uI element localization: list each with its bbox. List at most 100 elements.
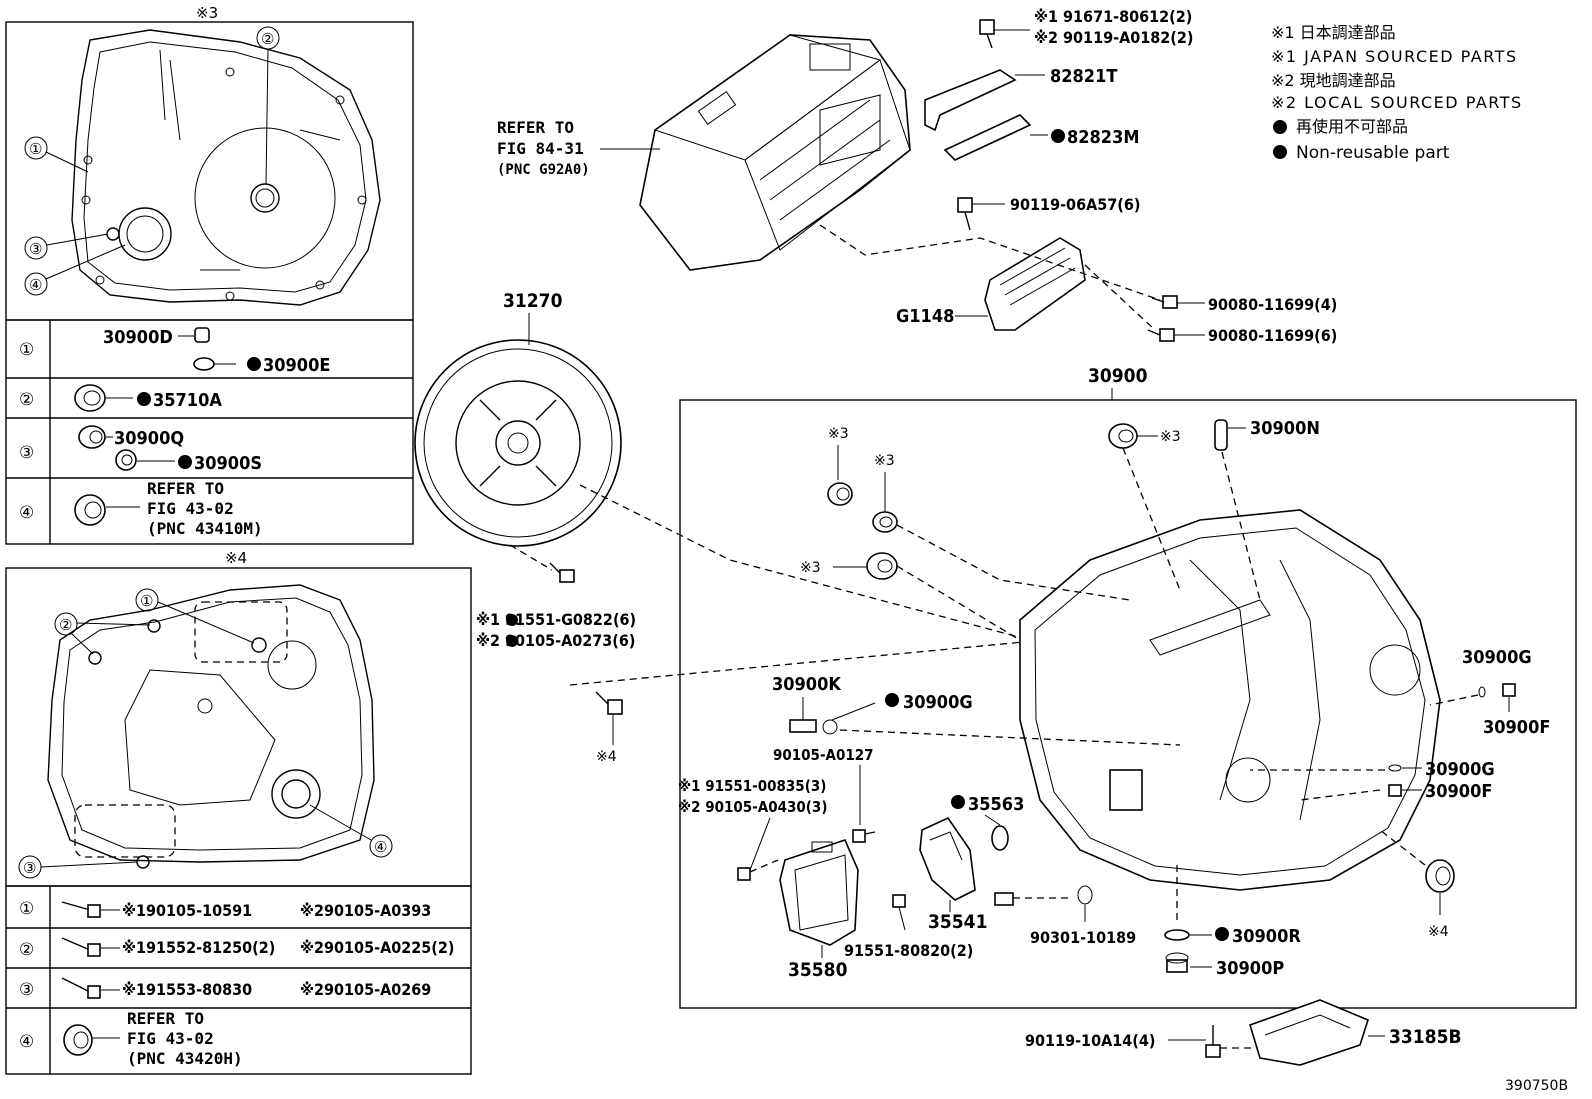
mark-3: ※3 [828,426,849,442]
svg-text:②: ② [59,616,72,634]
callout-3-1: ① [24,136,89,173]
part-30900f-right-top: 30900F [1483,717,1550,738]
part-90105-a0127: 90105-A0127 [773,746,874,764]
transaxle-case [1019,509,1441,891]
svg-text:①: ① [140,592,153,610]
plug-30900f-right [1502,683,1516,697]
part-91551-80820: 91551-80820(2) [844,941,973,960]
part-30900n: 30900N [1250,418,1320,439]
part-90105-a0269: ※290105-A0269 [300,980,431,999]
oring-30900g-right [1478,686,1486,698]
bolt-mark-4 [595,691,623,715]
plug-30900k [789,719,817,733]
part-30900g-right-mid: 30900G [1425,759,1495,780]
part-90080-11699-4: 90080-11699(4) [1208,295,1337,314]
part-90119-10a14: 90119-10A14(4) [1025,1031,1155,1050]
part-90080-11699-6: 90080-11699(6) [1208,326,1337,345]
inset-4: ※4 ① ② ③ ④ [5,549,472,1075]
callout-3-2: ② [256,26,280,185]
part-30900r: 30900R [1232,926,1301,947]
row-num: ② [19,390,34,410]
legend: ※1 日本調達部品 ※1 JAPAN SOURCED PARTS ※2 現地調達… [1271,23,1523,163]
non-reusable-dot-icon [1273,145,1287,159]
part-30900f-right-mid: 30900F [1425,781,1492,802]
part-30900q: 30900Q [114,428,184,449]
mark-3: ※3 [1160,429,1181,445]
part-30900d: 30900D [103,327,173,348]
connector-g1148 [984,237,1086,331]
bolt-91551-80820 [892,894,906,931]
legend-line: ※1 日本調達部品 [1271,23,1396,42]
row-num: ④ [19,1032,34,1052]
row-num: ③ [19,443,34,463]
bolt-90119-10a14 [1205,1025,1221,1058]
row-num: ① [19,340,34,360]
part-35541: 35541 [928,911,987,933]
bolt-90105-a0127 [852,829,876,843]
part-90105-a0273: ※2 90105-A0273(6) [476,631,635,650]
bracket-33185b [1249,999,1369,1066]
callout-4-1: ① [135,588,255,644]
mark-3: ※3 [874,453,895,469]
inset-3-table [5,319,414,545]
refer-fig-84-31: REFER TO [497,118,574,137]
part-30900: 30900 [1088,365,1148,387]
callout-4-2: ② [54,612,151,655]
ecu-35580 [779,839,859,946]
part-30900g-right-top: 30900G [1462,647,1532,668]
bolt-91671 [979,19,1030,49]
non-reusable-dot-icon [1273,120,1287,134]
part-30900p: 30900P [1216,958,1284,979]
part-35563: 35563 [968,794,1024,815]
transaxle-assembly-frame [679,399,1577,1009]
inset-4-drawing-frame [5,567,472,887]
part-31270: 31270 [503,290,563,312]
row-num: ② [19,940,34,960]
clutch-disc-31270 [414,339,622,547]
svg-text:①: ① [29,140,42,158]
case-drawing-4 [47,584,375,869]
bolt-90119-06a57 [957,197,1005,231]
part-91551-g0822: ※1 91551-G0822(6) [476,610,636,629]
part-91553-80830: ※191553-80830 [122,980,252,999]
svg-text:②: ② [261,30,274,48]
part-35580: 35580 [788,959,848,981]
oring-30900g [822,719,838,735]
part-82821t: 82821T [1050,66,1117,87]
oring-90301 [1077,885,1093,905]
mark-4: ※4 [1428,924,1449,940]
refer-line: (PNC 43410M) [147,519,263,538]
row-num: ④ [19,503,34,523]
part-91552-81250: ※191552-81250(2) [122,938,275,957]
bearing-mark3-b [872,511,898,533]
legend-line: ※1 JAPAN SOURCED PARTS [1271,47,1518,66]
part-90105-a0225: ※290105-A0225(2) [300,938,454,957]
callout-4-3: ③ [18,855,138,879]
part-90105-a0393: ※290105-A0393 [300,901,431,920]
callout-4-4: ④ [309,804,393,858]
part-82823m: 82823M [1067,127,1139,148]
part-33185b: 33185B [1389,1026,1462,1048]
row-num: ① [19,899,34,919]
refer-line: FIG 43-02 [147,499,234,518]
legend-line: ※2 LOCAL SOURCED PARTS [1271,93,1523,112]
bolt-91551-00835 [737,859,779,881]
figure-id: 390750B [1505,1078,1568,1094]
part-30900s: 30900S [194,453,262,474]
legend-line: 再使用不可部品 [1296,117,1408,136]
part-91671-80612: ※1 91671-80612(2) [1034,7,1192,26]
seal-35563 [991,825,1009,851]
part-90119-a0182: ※2 90119-A0182(2) [1034,28,1193,47]
plug-30900f-mid [1388,784,1402,797]
cover-35541 [919,816,976,901]
svg-text:④: ④ [374,838,387,856]
inset-3: ※3 ① ② ③ [5,4,414,545]
inset-4-title: ※4 [225,549,247,567]
refer-line: REFER TO [127,1009,204,1028]
part-g1148: G1148 [896,306,954,327]
refer-line: REFER TO [147,479,224,498]
refer-line: (PNC G92A0) [497,162,590,178]
part-90105-10591: ※190105-10591 [122,901,252,920]
